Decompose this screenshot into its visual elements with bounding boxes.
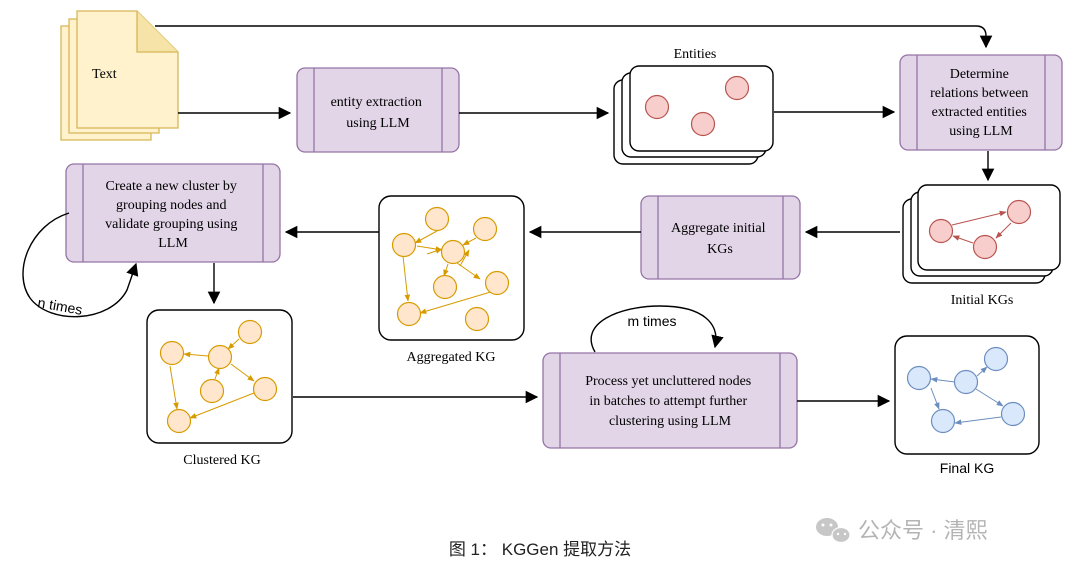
figure-caption: 图 1： KGGen 提取方法 (449, 540, 631, 559)
svg-text:Aggregate initial KGs: Aggregate initial KGs (671, 221, 769, 257)
arrow-doc-to-relations (155, 25, 993, 49)
aggregated-node (472, 216, 498, 242)
clustered-node (166, 408, 192, 434)
clustered-kg-panel: Clustered KG (146, 309, 293, 468)
loop-m-times (590, 305, 724, 353)
determine-relations-line2: relations between (930, 86, 1028, 101)
kg-node (1006, 199, 1032, 225)
determine-relations-line3: extracted entities (932, 105, 1027, 120)
watermark-text: 公众号 · 清熙 (858, 518, 988, 543)
entity-node (724, 75, 750, 101)
aggregated-kg-panel: Aggregated KG (378, 195, 525, 365)
clustered-node (237, 319, 263, 345)
create-cluster-line4: LLM (158, 236, 188, 251)
wechat-icon (816, 518, 851, 544)
aggregated-node (484, 270, 510, 296)
create-cluster-line2: grouping nodes and (116, 198, 226, 213)
entities-label: Entities (674, 47, 717, 62)
aggregated-node (424, 206, 450, 232)
process-entity-extraction: entity extraction using LLM (296, 67, 460, 153)
m-times-label: m times (628, 313, 677, 329)
process-create-cluster: Create a new cluster by grouping nodes a… (65, 163, 281, 263)
final-node (930, 408, 956, 434)
process-determine-relations: Determine relations between extracted en… (899, 54, 1063, 151)
aggregate-line1: Aggregate initial (671, 221, 766, 236)
text-document-stack: Text (60, 10, 179, 141)
aggregated-node (391, 232, 417, 258)
n-times-label: n times (36, 294, 83, 318)
entity-node (644, 94, 670, 120)
final-node (953, 369, 979, 395)
clustered-node (207, 344, 233, 370)
entity-extraction-line1: entity extraction (331, 95, 422, 110)
final-node (1000, 401, 1026, 427)
create-cluster-line1: Create a new cluster by (106, 179, 237, 194)
process-batches: Process yet uncluttered nodes in batches… (542, 352, 798, 449)
aggregated-node (396, 301, 422, 327)
initial-kgs-panel: Initial KGs (902, 184, 1061, 308)
batches-line2: in batches to attempt further (589, 394, 747, 409)
kg-node (972, 234, 998, 260)
svg-text:Create a new cluster by: Create a new cluster by grouping nodes a… (105, 179, 241, 251)
final-kg-label: Final KG (940, 460, 994, 476)
determine-relations-line1: Determine (950, 67, 1009, 82)
aggregated-node (440, 239, 466, 265)
entity-node (690, 111, 716, 137)
final-kg-panel: Final KG (894, 335, 1040, 476)
initial-kgs-label: Initial KGs (951, 293, 1014, 308)
determine-relations-line4: using LLM (949, 124, 1013, 139)
svg-text:Process yet uncluttered nodes: Process yet uncluttered nodes in batches… (585, 374, 755, 429)
clustered-node (159, 340, 185, 366)
aggregate-line2: KGs (707, 242, 733, 257)
clustered-node (199, 378, 225, 404)
clustered-kg-label: Clustered KG (183, 453, 260, 468)
entities-panel: Entities (613, 47, 774, 165)
final-node (906, 365, 932, 391)
loop-n-times (22, 212, 139, 318)
kg-node (928, 218, 954, 244)
svg-text:entity extraction using: entity extraction using LLM (331, 95, 426, 131)
final-node (983, 346, 1009, 372)
watermark: 公众号 · 清熙 (816, 518, 988, 544)
doc-fold (136, 11, 178, 53)
process-aggregate-initial: Aggregate initial KGs (640, 195, 801, 280)
create-cluster-line3: validate grouping using (105, 217, 237, 232)
batches-line1: Process yet uncluttered nodes (585, 374, 751, 389)
batches-line3: clustering using LLM (609, 414, 732, 429)
svg-text:Determine relations betw: Determine relations between extracted en… (930, 67, 1032, 139)
aggregated-kg-label: Aggregated KG (406, 350, 495, 365)
aggregated-node (432, 274, 458, 300)
aggregated-node (464, 306, 490, 332)
flow-arrows (22, 25, 995, 408)
doc-label: Text (92, 67, 117, 82)
entity-extraction-line2: using LLM (346, 116, 410, 131)
clustered-node (252, 376, 278, 402)
